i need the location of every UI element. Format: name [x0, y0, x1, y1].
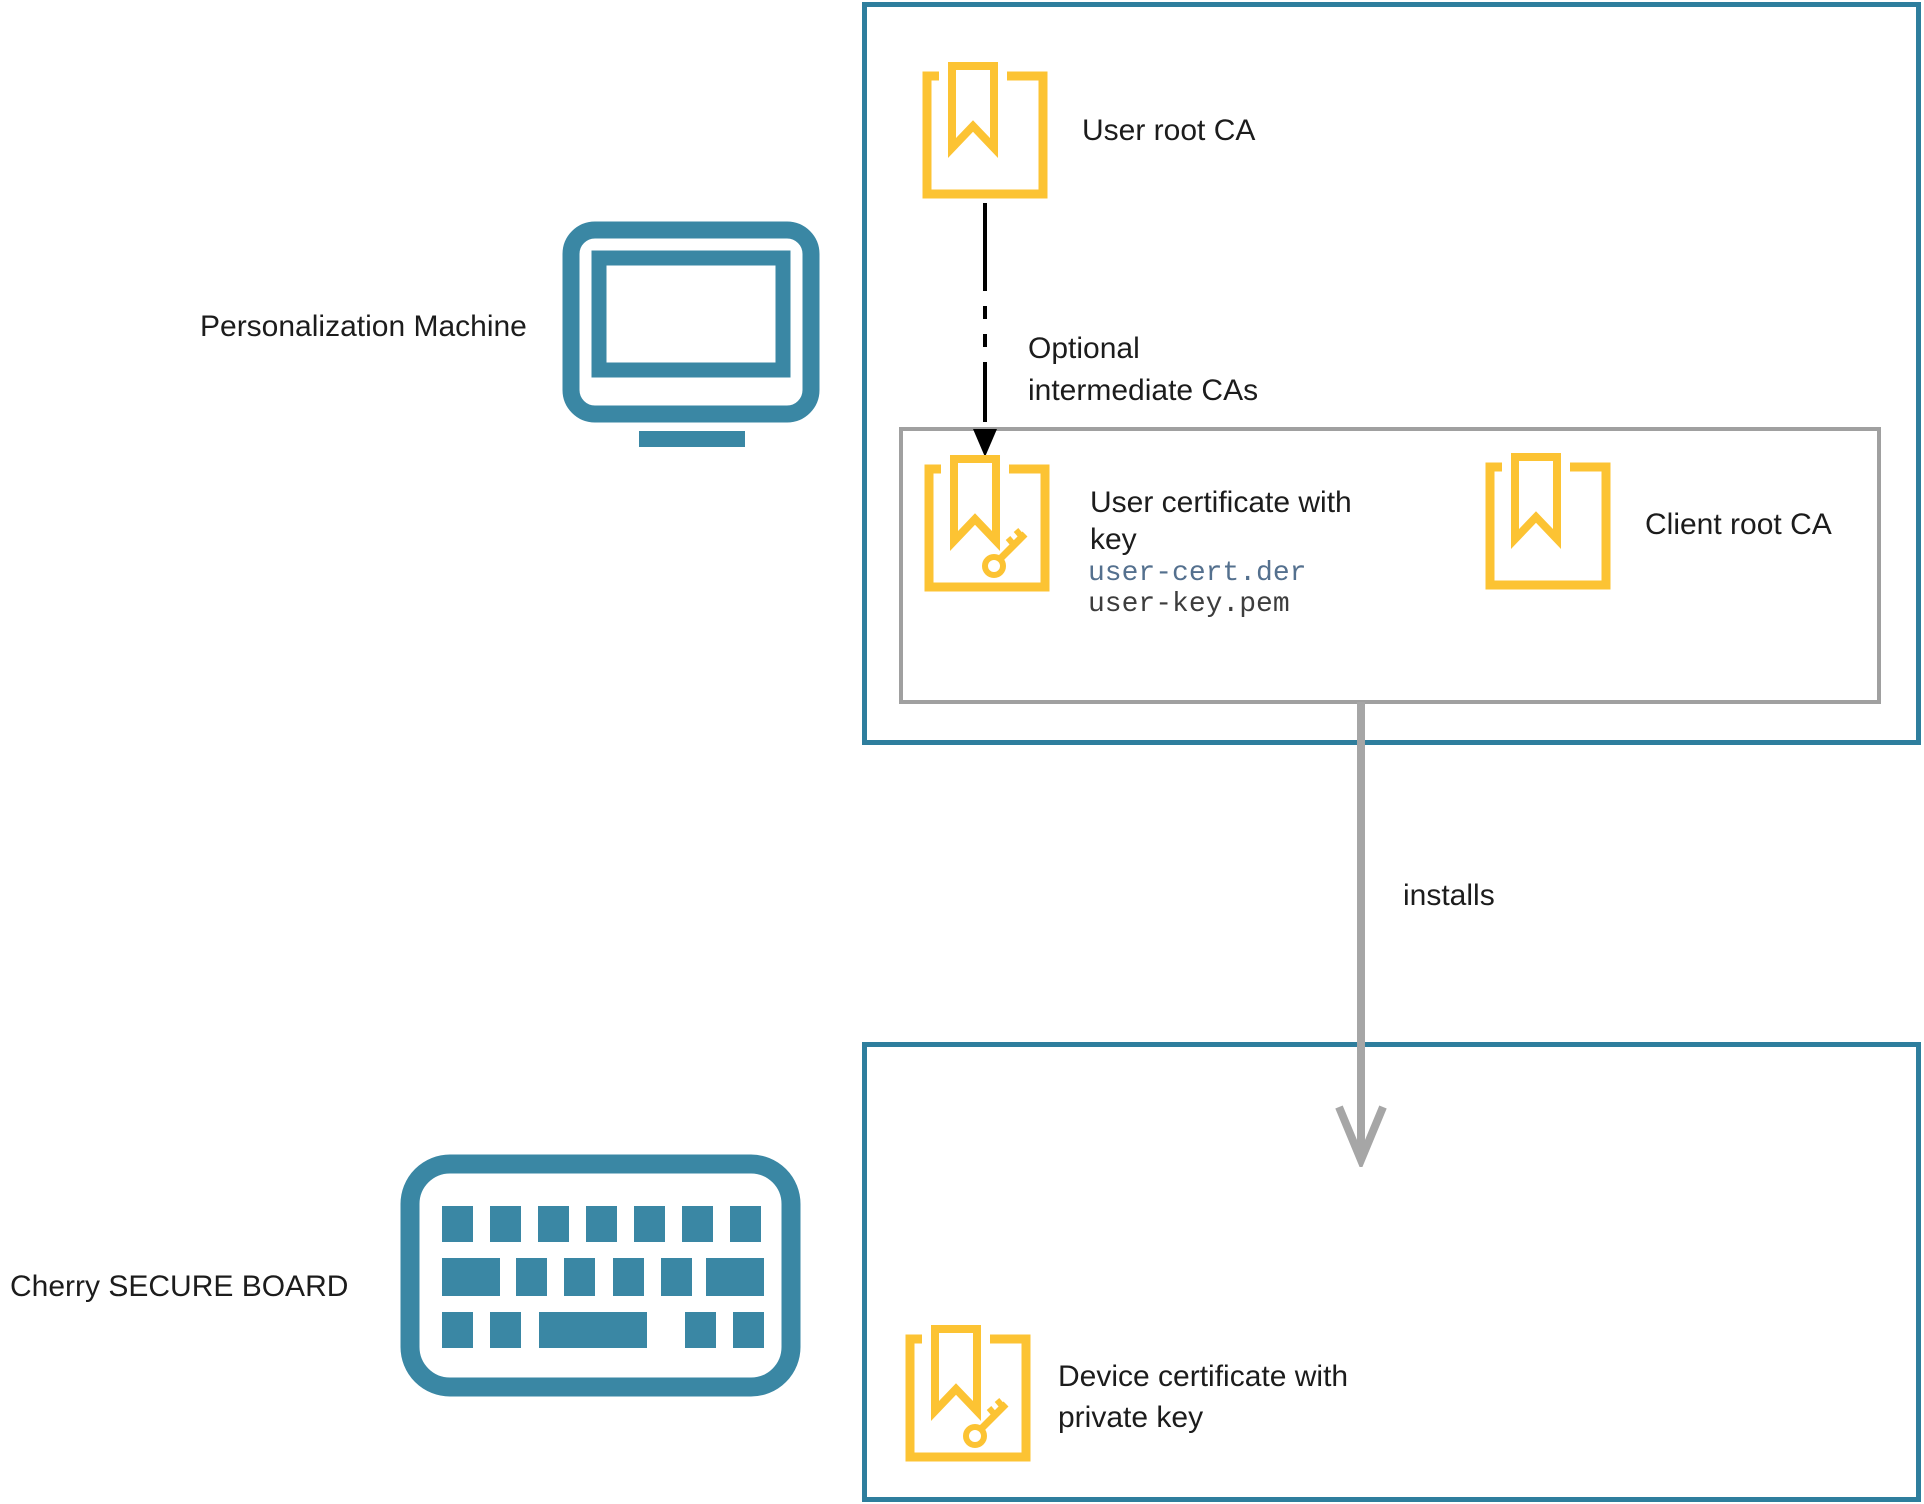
secure-board-label: Cherry SECURE BOARD — [10, 1270, 349, 1303]
client-root-ca-certificate-icon — [1485, 453, 1611, 590]
personalization-machine-label: Personalization Machine — [200, 310, 527, 343]
user-certificate-group-box — [899, 427, 1881, 704]
installs-arrow-label: installs — [1403, 879, 1495, 912]
user-certificate-files: user-cert.der user-key.pem — [1088, 558, 1306, 620]
device-certificate-label: Device certificate with private key — [1058, 1360, 1349, 1434]
device-certificate-key-icon — [905, 1325, 1031, 1462]
secure-board-box — [862, 1042, 1921, 1502]
user-certificate-label: User certificate with key — [1090, 486, 1352, 556]
user-root-ca-label: User root CA — [1082, 114, 1256, 147]
monitor-icon — [562, 221, 820, 447]
keyboard-icon — [400, 1154, 801, 1397]
personalization-machine-box — [862, 2, 1921, 745]
user-certificate-key-icon — [924, 455, 1050, 592]
installs-arrow-icon — [1335, 702, 1387, 1167]
user-key-file-name: user-key.pem — [1088, 589, 1290, 620]
arrow-down-dashed-icon — [973, 203, 997, 457]
user-root-ca-certificate-icon — [922, 62, 1048, 199]
intermediate-cas-arrow-label: Optional intermediate CAs — [1028, 332, 1259, 407]
user-cert-file-name: user-cert.der — [1088, 558, 1307, 589]
client-root-ca-label: Client root CA — [1645, 508, 1832, 541]
